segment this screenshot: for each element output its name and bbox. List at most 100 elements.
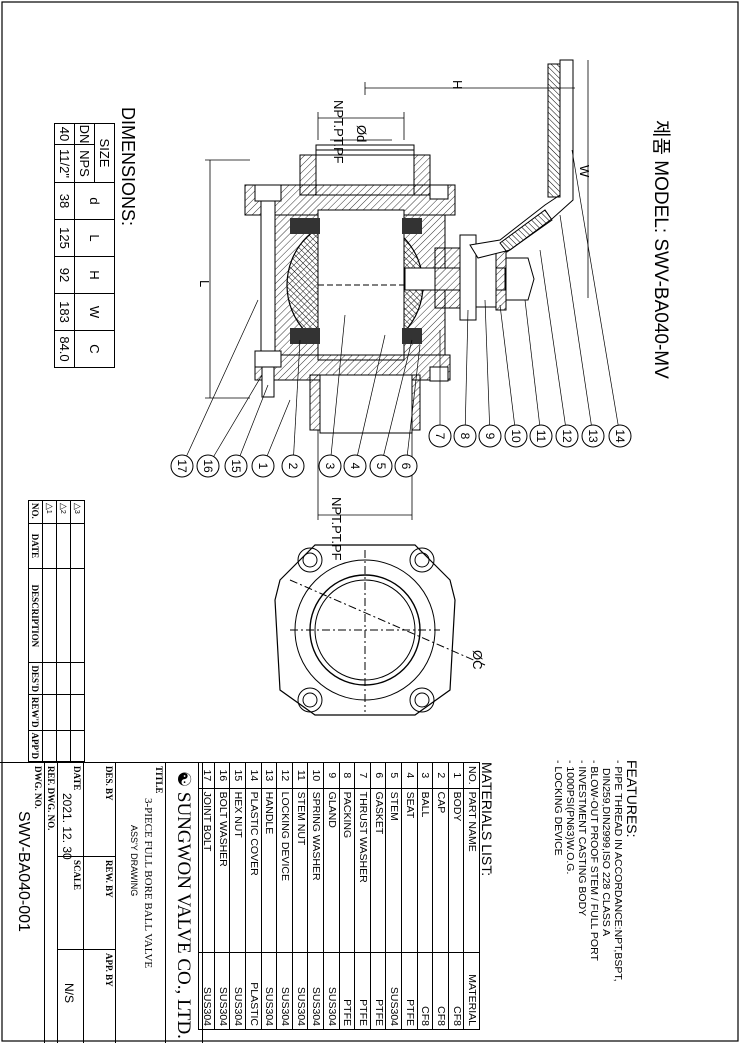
company-text: SUNGWON VALVE CO., LTD. [173, 791, 194, 1039]
balloon-number: 10 [509, 429, 523, 443]
dwg-no-label: DWG. NO. [33, 766, 43, 809]
app-by-label: APP. BY [104, 953, 114, 987]
balloon-number: 16 [201, 459, 215, 473]
revision-header: NO. DATE DESCRIPTION DES'D REW'D APP'D [28, 500, 43, 762]
label-w: W [577, 165, 592, 178]
revision-row: △2 [56, 500, 71, 762]
materials-cell: PACKING [339, 788, 355, 953]
materials-cell: PTFE [401, 952, 418, 1030]
materials-cell: STEM NUT [292, 788, 308, 953]
materials-cell: 2 [432, 762, 449, 789]
balloon: 2 [281, 454, 305, 478]
materials-cell: BALL [417, 788, 433, 953]
balloon: 5 [369, 454, 393, 478]
balloon: 11 [529, 424, 553, 448]
materials-cell: HANDLE [261, 788, 277, 953]
dimensions-title: DIMENSIONS: [118, 107, 138, 227]
dim-header-c: C [74, 330, 115, 368]
materials-cell: 7 [354, 762, 371, 789]
dim-cell: 92 [54, 256, 75, 294]
balloon-number: 7 [433, 433, 447, 440]
materials-cell: SUS304 [214, 952, 230, 1030]
model-title: 제품 MODEL: SWV-BA040-MV [649, 120, 676, 379]
title-divider-5 [44, 763, 45, 1043]
materials-cell: CF8 [417, 952, 433, 1030]
materials-cell: PLASTIC COVER [245, 788, 262, 953]
dim-cell: 84.0 [54, 330, 75, 368]
dim-cell: 38 [54, 182, 75, 220]
materials-cell: SPRING WASHER [307, 788, 324, 953]
handle [469, 59, 574, 259]
balloon-number: 17 [175, 459, 189, 473]
balloon: 8 [453, 424, 477, 448]
balloon: 4 [343, 454, 367, 478]
balloon-number: 3 [323, 463, 337, 470]
seat-top [290, 218, 320, 234]
label-h: H [450, 80, 465, 90]
materials-cell: SUS304 [276, 952, 293, 1030]
dim-cell: 125 [54, 219, 75, 257]
seat-top-r [402, 218, 422, 234]
balloon: 1 [251, 454, 275, 478]
feature-item: DIN259,DIN2999,ISO 228 CLASS A [600, 768, 612, 937]
materials-cell: GASKET [370, 788, 386, 953]
balloon-number: 14 [613, 429, 627, 443]
materials-cell: SUS304 [385, 952, 402, 1030]
balloon-number: 1 [256, 463, 270, 470]
balloon: 15 [224, 454, 248, 478]
materials-cell: 10 [307, 762, 324, 789]
materials-cell: PTFE [339, 952, 355, 1030]
scale-value: N/S [62, 983, 76, 1004]
materials-cell: SUS304 [307, 952, 324, 1030]
materials-cell: 1 [448, 762, 464, 789]
balloon-number: 8 [458, 433, 472, 440]
rev-header-date: DATE [28, 523, 43, 569]
dimensions-table: SIZE d L H W C DN NPS 40 11/2" 38 125 92… [54, 123, 115, 368]
company-name: ☯ SUNGWON VALVE CO., LTD. [172, 771, 194, 1039]
revision-row: △3 [70, 500, 85, 762]
leader-lines [181, 149, 621, 467]
rev-mark: △1 [42, 500, 57, 524]
materials-cell: 14 [245, 762, 262, 789]
balloon: 3 [318, 454, 342, 478]
balloon: 12 [555, 424, 579, 448]
company-logo-icon: ☯ [174, 771, 194, 788]
materials-cell: PTFE [370, 952, 386, 1030]
label-npt-bottom: NPT.PT.PF [329, 497, 344, 561]
materials-cell: 9 [323, 762, 340, 789]
materials-header-cell: MATERIAL [463, 952, 480, 1030]
balloon-number: 12 [560, 429, 574, 443]
balloon-number: 13 [586, 429, 600, 443]
feature-item: - 1000PSI(PN63)W.O.G. [564, 760, 576, 875]
rev-header-rewd: REW'D [28, 694, 43, 730]
feature-item: - BLOW-OUT PROOF STEM / FULL PORT [588, 760, 600, 961]
title-label: TITLE [154, 766, 164, 794]
date-label: DATE [72, 766, 82, 791]
materials-cell: 11 [292, 762, 308, 789]
feature-item: - INVESTMENT CASTING BODY [576, 760, 588, 917]
balloon-number: 15 [229, 459, 243, 473]
balloon-number: 4 [348, 463, 362, 470]
balloon-number: 6 [399, 463, 413, 470]
model-korean: 제품 [650, 120, 671, 155]
date-value: 2021. 12. 30 [60, 793, 74, 860]
balloon: 6 [394, 454, 418, 478]
dim-cell: 183 [54, 293, 75, 331]
seat-bottom-r [402, 328, 422, 344]
features-title: FEATURES: [624, 760, 640, 838]
materials-cell: THRUST WASHER [354, 788, 371, 953]
dim-cell: 40 [54, 123, 75, 145]
materials-cell: BOLT WASHER [214, 788, 230, 953]
feature-item: - LOCKING DEVICE [552, 760, 564, 856]
title-vdiv-2 [58, 949, 116, 950]
features-block: FEATURES: - PIPE THREAD IN ACCORDANCE:NP… [552, 760, 640, 982]
rew-by-label: REW. BY [104, 860, 114, 898]
